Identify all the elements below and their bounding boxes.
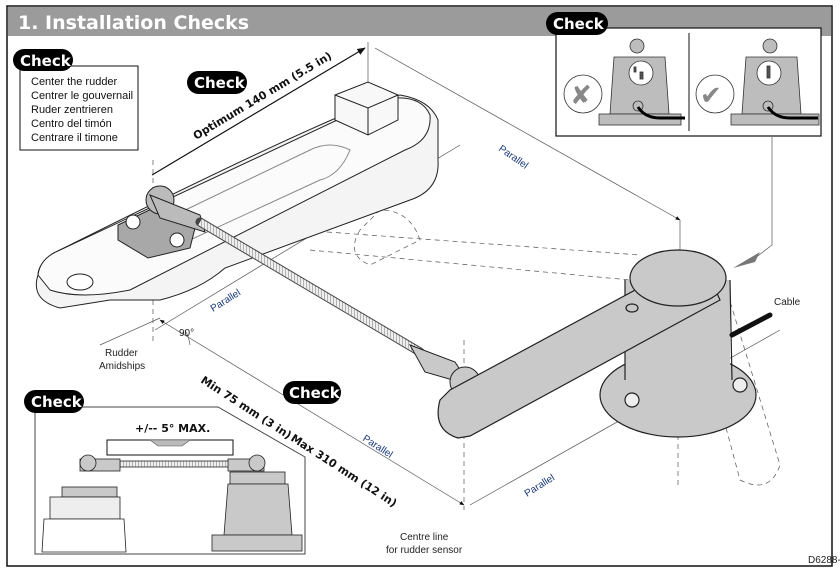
tilt-limit-label: +/-- 5° MAX.: [135, 422, 210, 435]
cross-icon: ✘: [570, 81, 592, 111]
sensor-cable: [729, 312, 773, 338]
rudder-amidships-label: Amidships: [99, 361, 145, 372]
svg-text:Check: Check: [194, 74, 246, 92]
svg-text:Check: Check: [20, 52, 72, 70]
cable-label: Cable: [774, 297, 801, 308]
check-icon: ✔: [700, 81, 722, 111]
checklist-item: Ruder zentrieren: [31, 104, 113, 116]
rudder-sensor: [437, 249, 757, 439]
tiller-clamp: [117, 185, 206, 259]
optimum-dimension-line: [151, 47, 366, 176]
rudder-amidships-label: Rudder: [105, 348, 138, 359]
alignment-check-inset: Check ✘ ✔: [546, 12, 822, 137]
check-badge: Check: [187, 71, 247, 94]
svg-text:Check: Check: [289, 384, 341, 402]
checklist-item: Centrare il timone: [31, 132, 118, 144]
check-badge: Check: [13, 49, 73, 71]
checklist-item: Centro del timón: [31, 118, 112, 130]
checklist-item: Center the rudder: [31, 76, 118, 88]
centre-line-label: for rudder sensor: [386, 545, 463, 556]
pointer-arrow-icon: [733, 252, 760, 268]
dashed-alt-position: [152, 160, 781, 510]
sensor-wrong-view: [563, 38, 685, 126]
level-check-inset: Check +/-- 5° MAX.: [24, 390, 306, 555]
angle-label: 90°: [179, 328, 194, 339]
page-title: 1. Installation Checks: [18, 12, 249, 34]
figure-id: D6288-1: [808, 555, 840, 566]
sensor-correct-view: [695, 38, 820, 126]
checklist-box: [19, 65, 139, 151]
svg-text:Check: Check: [553, 15, 605, 33]
checklist-item: Centrer le gouvernail: [31, 90, 133, 102]
check-badge: Check: [283, 381, 341, 404]
svg-text:Check: Check: [31, 393, 83, 411]
centre-line-label: Centre line: [400, 532, 449, 543]
